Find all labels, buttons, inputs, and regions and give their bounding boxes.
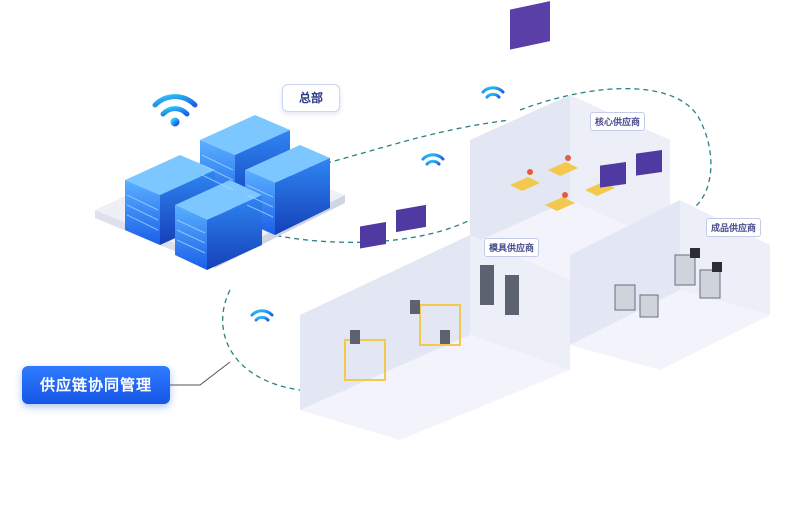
wifi-icon	[481, 86, 505, 99]
wifi-icon	[152, 94, 198, 127]
room-label-core-supplier: 核心供应商	[590, 112, 646, 131]
wifi-icon	[421, 153, 445, 166]
room-finished-supplier	[570, 149, 770, 370]
room-mold-supplier	[300, 204, 570, 440]
room-label-finished-supplier: 成品供应商	[706, 218, 762, 237]
headquarters-label: 总部	[282, 84, 340, 112]
room-label-mold-supplier: 模具供应商	[484, 238, 540, 257]
headquarters-buildings	[125, 115, 330, 270]
supply-chain-management-button[interactable]: 供应链协同管理	[22, 366, 170, 404]
button-connector-line	[170, 361, 231, 386]
wifi-icon	[250, 309, 274, 322]
